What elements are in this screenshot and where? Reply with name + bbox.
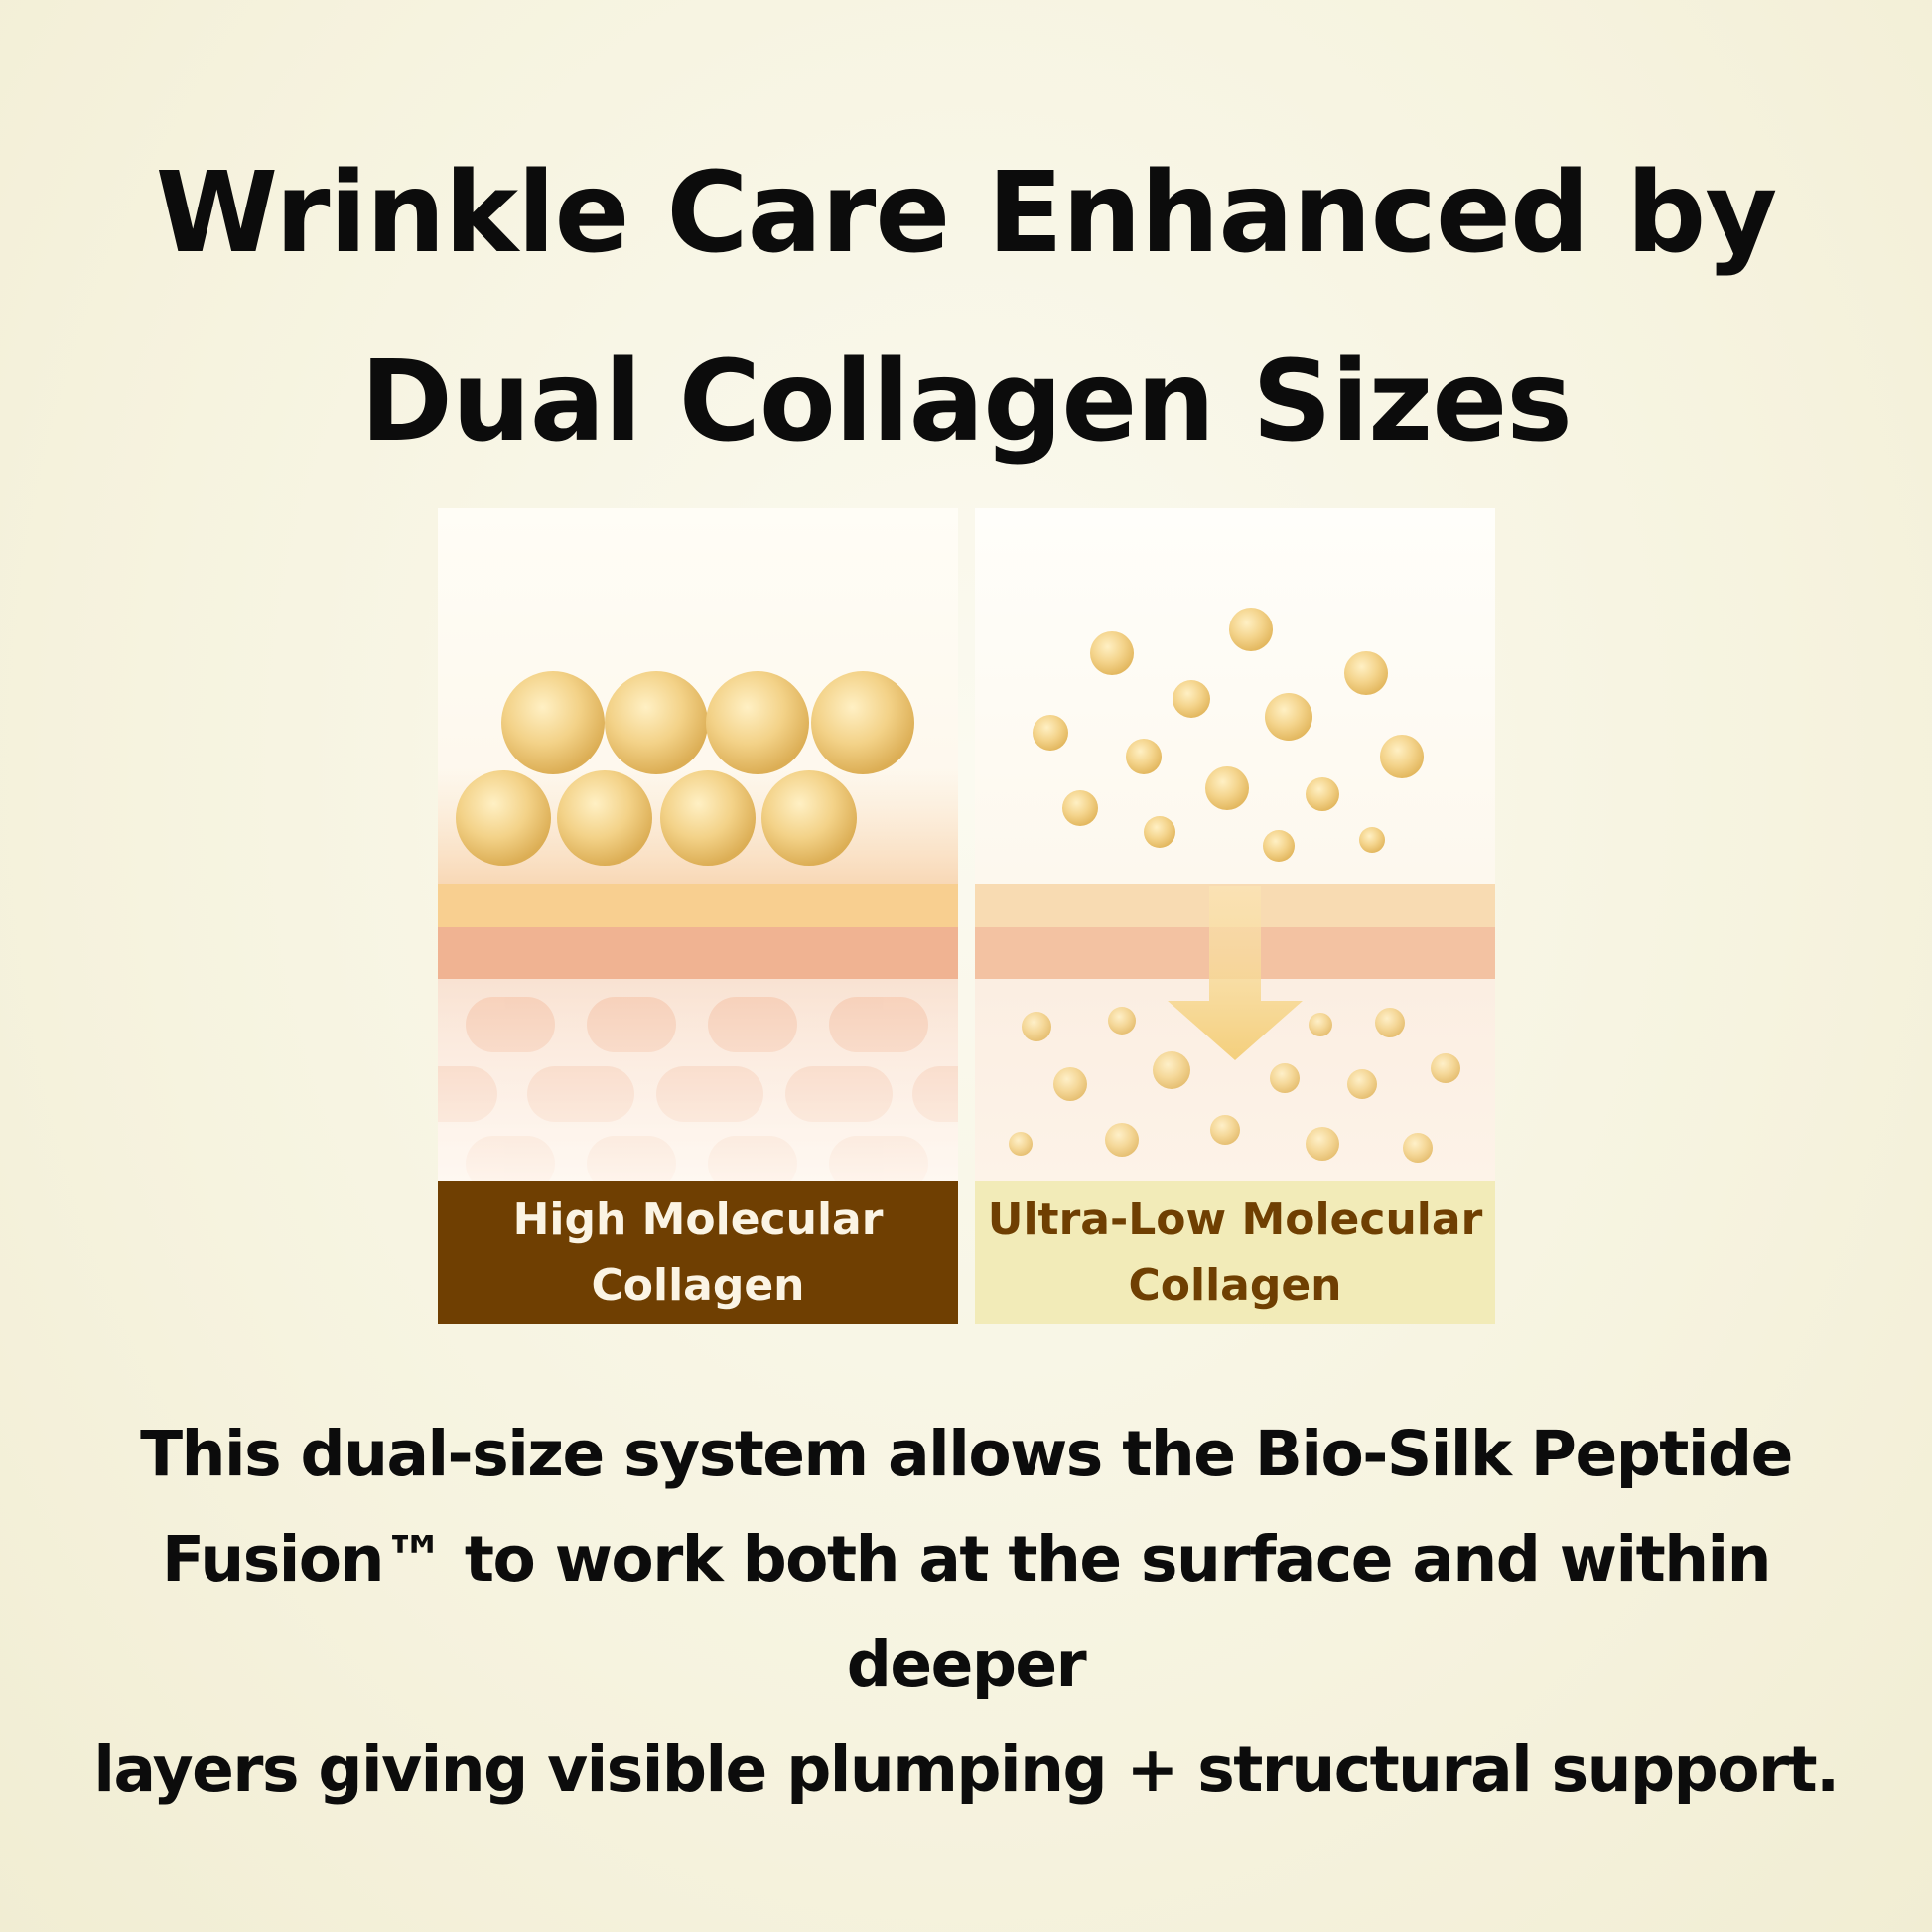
small-particle [1062, 790, 1098, 826]
large-particle [501, 671, 605, 774]
small-particle [1153, 1051, 1190, 1089]
small-particle [1359, 827, 1385, 853]
high-molecular-label-line-2: Collagen [591, 1260, 805, 1311]
small-particle [1022, 1012, 1051, 1041]
small-collagen-particles-absorbed [1009, 1007, 1460, 1163]
ultra-low-molecular-illustration [975, 508, 1495, 1181]
small-particle [1380, 735, 1424, 778]
small-particle [1144, 816, 1175, 848]
large-particle [706, 671, 809, 774]
left-cell-fade [438, 979, 958, 1181]
small-particle [1347, 1069, 1377, 1099]
small-particle [1263, 830, 1295, 862]
small-particle [1306, 777, 1339, 811]
ultra-low-molecular-label: Ultra-Low Molecular Collagen [975, 1181, 1495, 1324]
small-particle [1105, 1123, 1139, 1157]
high-molecular-label-line-1: High Molecular [512, 1194, 884, 1245]
small-particle [1108, 1007, 1136, 1035]
large-particle [811, 671, 914, 774]
left-surface-layer [438, 884, 958, 927]
small-particle [1309, 1013, 1332, 1036]
small-particle [1033, 715, 1068, 751]
small-particle [1403, 1133, 1433, 1163]
high-molecular-illustration [438, 508, 958, 1191]
large-collagen-particles [456, 671, 914, 866]
small-particle [1205, 766, 1249, 810]
small-particle [1210, 1115, 1240, 1145]
small-particle [1009, 1132, 1033, 1156]
arrow-down-icon [1168, 886, 1303, 1060]
small-particle [1344, 651, 1388, 695]
small-particle [1375, 1008, 1405, 1037]
title-line-2: Dual Collagen Sizes [360, 338, 1573, 467]
high-molecular-label: High Molecular Collagen [438, 1181, 958, 1324]
left-epidermis-layer [438, 927, 958, 979]
small-particle [1270, 1063, 1300, 1093]
large-particle [660, 770, 756, 866]
high-molecular-panel: High Molecular Collagen [438, 508, 958, 1324]
small-particle [1265, 693, 1312, 741]
large-particle [761, 770, 857, 866]
large-particle [557, 770, 652, 866]
ultra-low-molecular-label-line-1: Ultra-Low Molecular [987, 1194, 1483, 1245]
ultra-low-molecular-panel: Ultra-Low Molecular Collagen [975, 508, 1495, 1324]
small-particle [1126, 739, 1162, 774]
small-particle [1431, 1053, 1460, 1083]
right-sky [975, 508, 1495, 884]
small-particle [1053, 1067, 1087, 1101]
small-collagen-particles-above [1033, 608, 1424, 862]
caption-line-1: This dual-size system allows the Bio-Sil… [140, 1418, 1793, 1490]
title-line-1: Wrinkle Care Enhanced by [155, 149, 1778, 278]
large-particle [605, 671, 708, 774]
small-particle [1229, 608, 1273, 651]
small-particle [1173, 680, 1210, 718]
small-particle [1090, 631, 1134, 675]
caption: This dual-size system allows the Bio-Sil… [40, 1402, 1892, 1823]
ultra-low-molecular-label-line-2: Collagen [1128, 1260, 1342, 1311]
page-title: Wrinkle Care Enhanced by Dual Collagen S… [0, 119, 1932, 496]
caption-line-3: layers giving visible plumping + structu… [93, 1733, 1840, 1806]
large-particle [456, 770, 551, 866]
caption-line-2: Fusion™ to work both at the surface and … [161, 1523, 1772, 1701]
small-particle [1306, 1127, 1339, 1161]
